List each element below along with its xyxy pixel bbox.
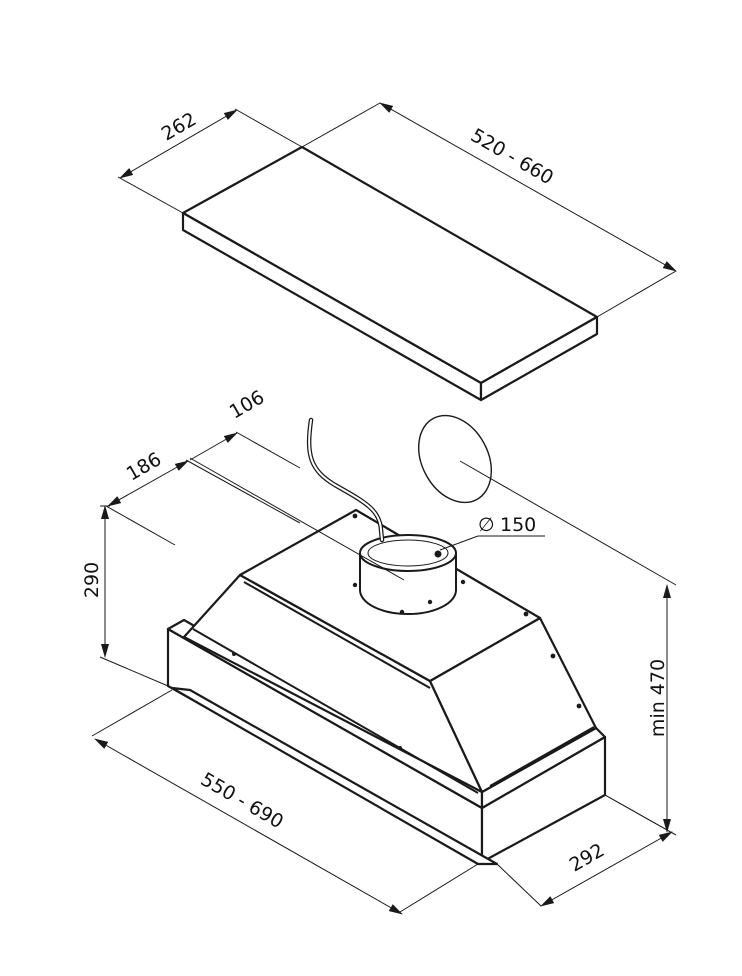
duct-disc	[418, 414, 492, 504]
offset-a-label: 106	[226, 386, 268, 423]
power-cable	[306, 417, 385, 543]
diameter-label: 150	[500, 514, 536, 536]
offset-b-label: 186	[123, 448, 165, 485]
diameter-symbol: ∅	[478, 514, 495, 536]
height-dimension: 290	[81, 505, 169, 687]
mount-height-label: min 470	[647, 659, 669, 737]
diameter-dimension: ∅ 150	[439, 514, 545, 551]
board-depth-label: 262	[158, 108, 200, 145]
width-label: 550 - 690	[197, 768, 287, 833]
mounting-board	[181, 145, 599, 402]
height-label: 290	[81, 562, 103, 598]
depth-label: 292	[566, 839, 608, 876]
mount-height-dimension: min 470	[459, 460, 677, 836]
board-length-label: 520 - 660	[467, 124, 557, 189]
